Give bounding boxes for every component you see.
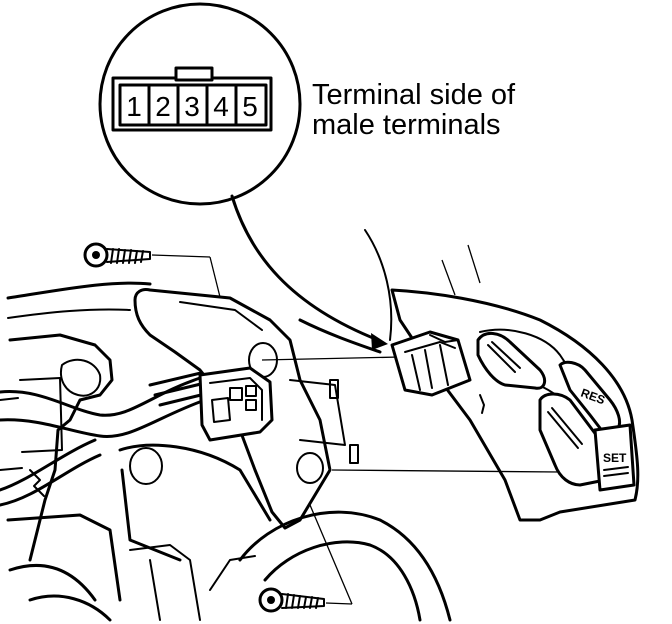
cruise-upper-button bbox=[476, 332, 547, 390]
connector-callout: 1 2 3 4 5 bbox=[98, 2, 302, 206]
lower-screw bbox=[258, 504, 353, 613]
column-edge-line bbox=[364, 229, 393, 341]
terminal-2-label: 2 bbox=[155, 91, 171, 122]
harness-connector bbox=[198, 366, 274, 442]
upper-screw bbox=[83, 242, 233, 346]
wiring-harness bbox=[0, 370, 207, 507]
cruise-connector-block bbox=[390, 330, 472, 397]
res-set-button-group: RES SET bbox=[538, 360, 636, 492]
dashboard-outline bbox=[0, 281, 382, 622]
caption-line-2: male terminals bbox=[312, 109, 501, 141]
connector-latch bbox=[174, 66, 214, 82]
callout-pointer bbox=[230, 194, 388, 350]
steering-wheel-lower bbox=[118, 443, 452, 622]
set-button-label: SET bbox=[603, 451, 627, 465]
mount-hole bbox=[296, 452, 324, 484]
terminal-5-label: 5 bbox=[242, 91, 258, 122]
terminal-row bbox=[118, 83, 268, 127]
terminal-3-label: 3 bbox=[184, 91, 200, 122]
connector-housing bbox=[111, 76, 273, 132]
caption-line-1: Terminal side of bbox=[312, 79, 516, 111]
pointer-arrowhead bbox=[371, 333, 388, 350]
terminal-1-label: 1 bbox=[126, 91, 142, 122]
terminal-4-label: 4 bbox=[213, 91, 229, 122]
